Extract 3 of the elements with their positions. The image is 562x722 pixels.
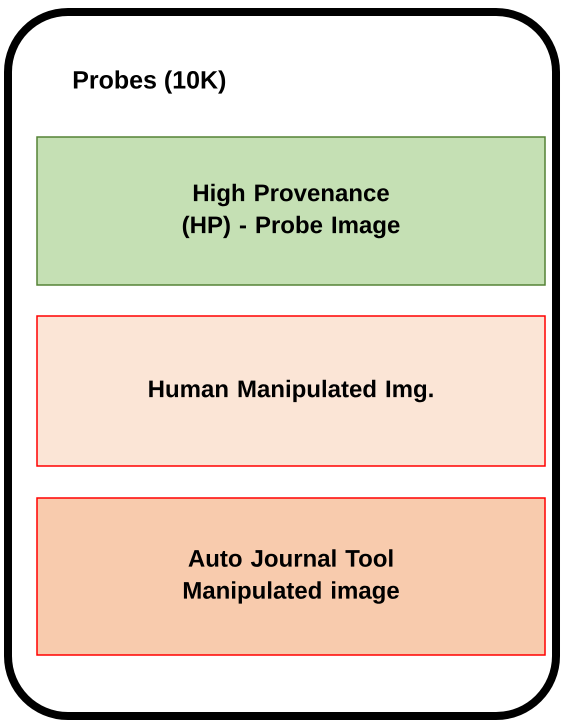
process-box: High Provenance (HP) - Probe Image [36, 136, 546, 286]
process-box: Human Manipulated Img. [36, 315, 546, 467]
process-box: Auto Journal Tool Manipulated image [36, 497, 546, 656]
